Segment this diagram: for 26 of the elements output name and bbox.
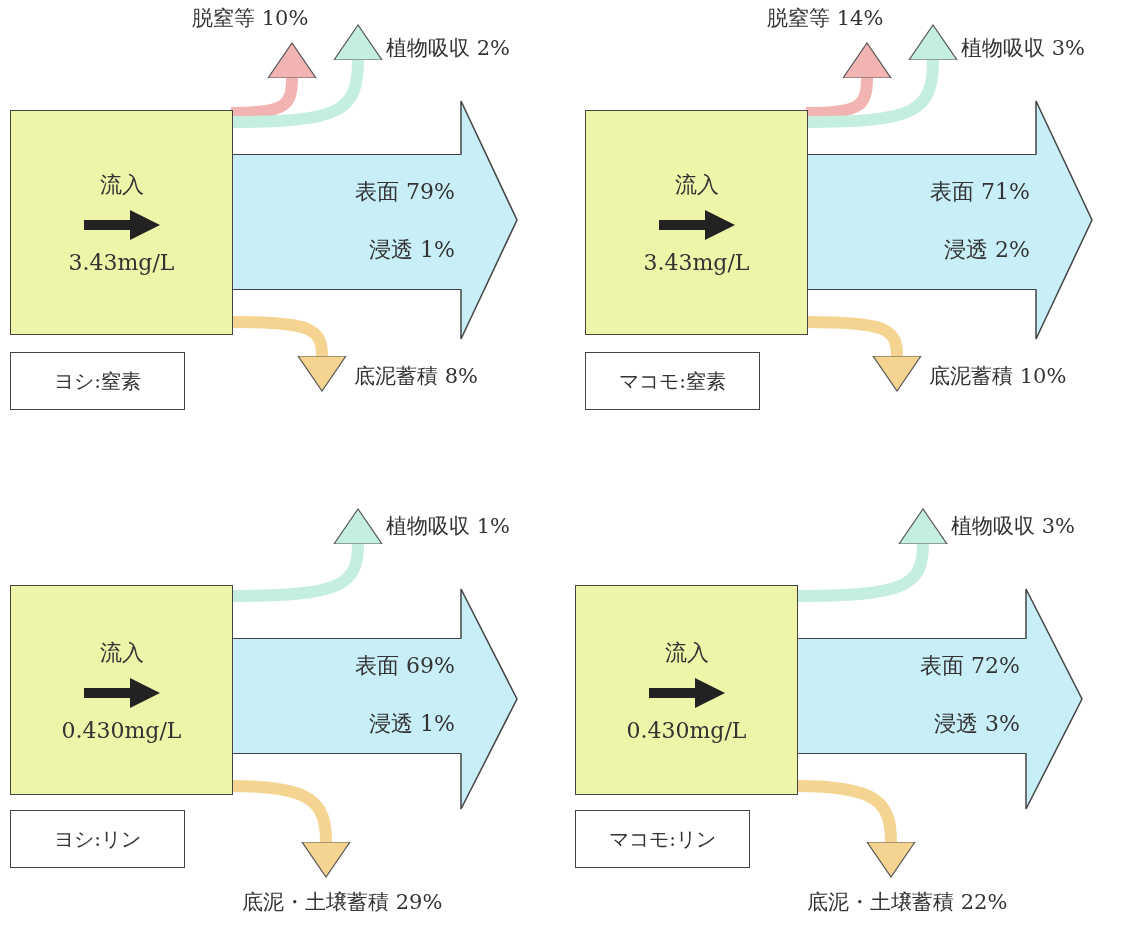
- node-title: 流入: [674, 171, 719, 199]
- flow-percentage: 浸透 1%: [369, 236, 455, 264]
- inflow-box: [585, 110, 808, 335]
- node-title: 流入: [99, 171, 144, 199]
- node-title: 流入: [99, 638, 144, 667]
- concentration-value: 3.43mg/L: [68, 250, 175, 275]
- concentration-value: 0.430mg/L: [61, 717, 182, 743]
- panel-label-box: ヨシ:リン: [10, 810, 185, 868]
- concentration-value: 3.43mg/L: [643, 250, 750, 275]
- flow-percentage: 表面 79%: [355, 178, 455, 206]
- flow-arrow: [805, 42, 892, 119]
- panel-label-box: マコモ:窒素: [585, 352, 760, 410]
- inflow-box: [575, 585, 798, 795]
- concentration-value: 0.430mg/L: [626, 717, 747, 743]
- flow-percentage: 浸透 2%: [944, 236, 1030, 264]
- flow-arrow: [230, 42, 317, 119]
- flow-percentage: 表面 71%: [930, 178, 1030, 206]
- flow-percentage: 浸透 3%: [934, 710, 1020, 738]
- flow-percentage: 表面 72%: [920, 652, 1020, 680]
- node-title: 流入: [664, 638, 709, 667]
- panel-label-box: ヨシ:窒素: [10, 352, 185, 410]
- flow-percentage: 表面 69%: [355, 652, 455, 680]
- inflow-box: [10, 110, 233, 335]
- panel-label-box: マコモ:リン: [575, 810, 750, 868]
- inflow-box: [10, 585, 233, 795]
- flow-percentage: 浸透 1%: [369, 710, 455, 738]
